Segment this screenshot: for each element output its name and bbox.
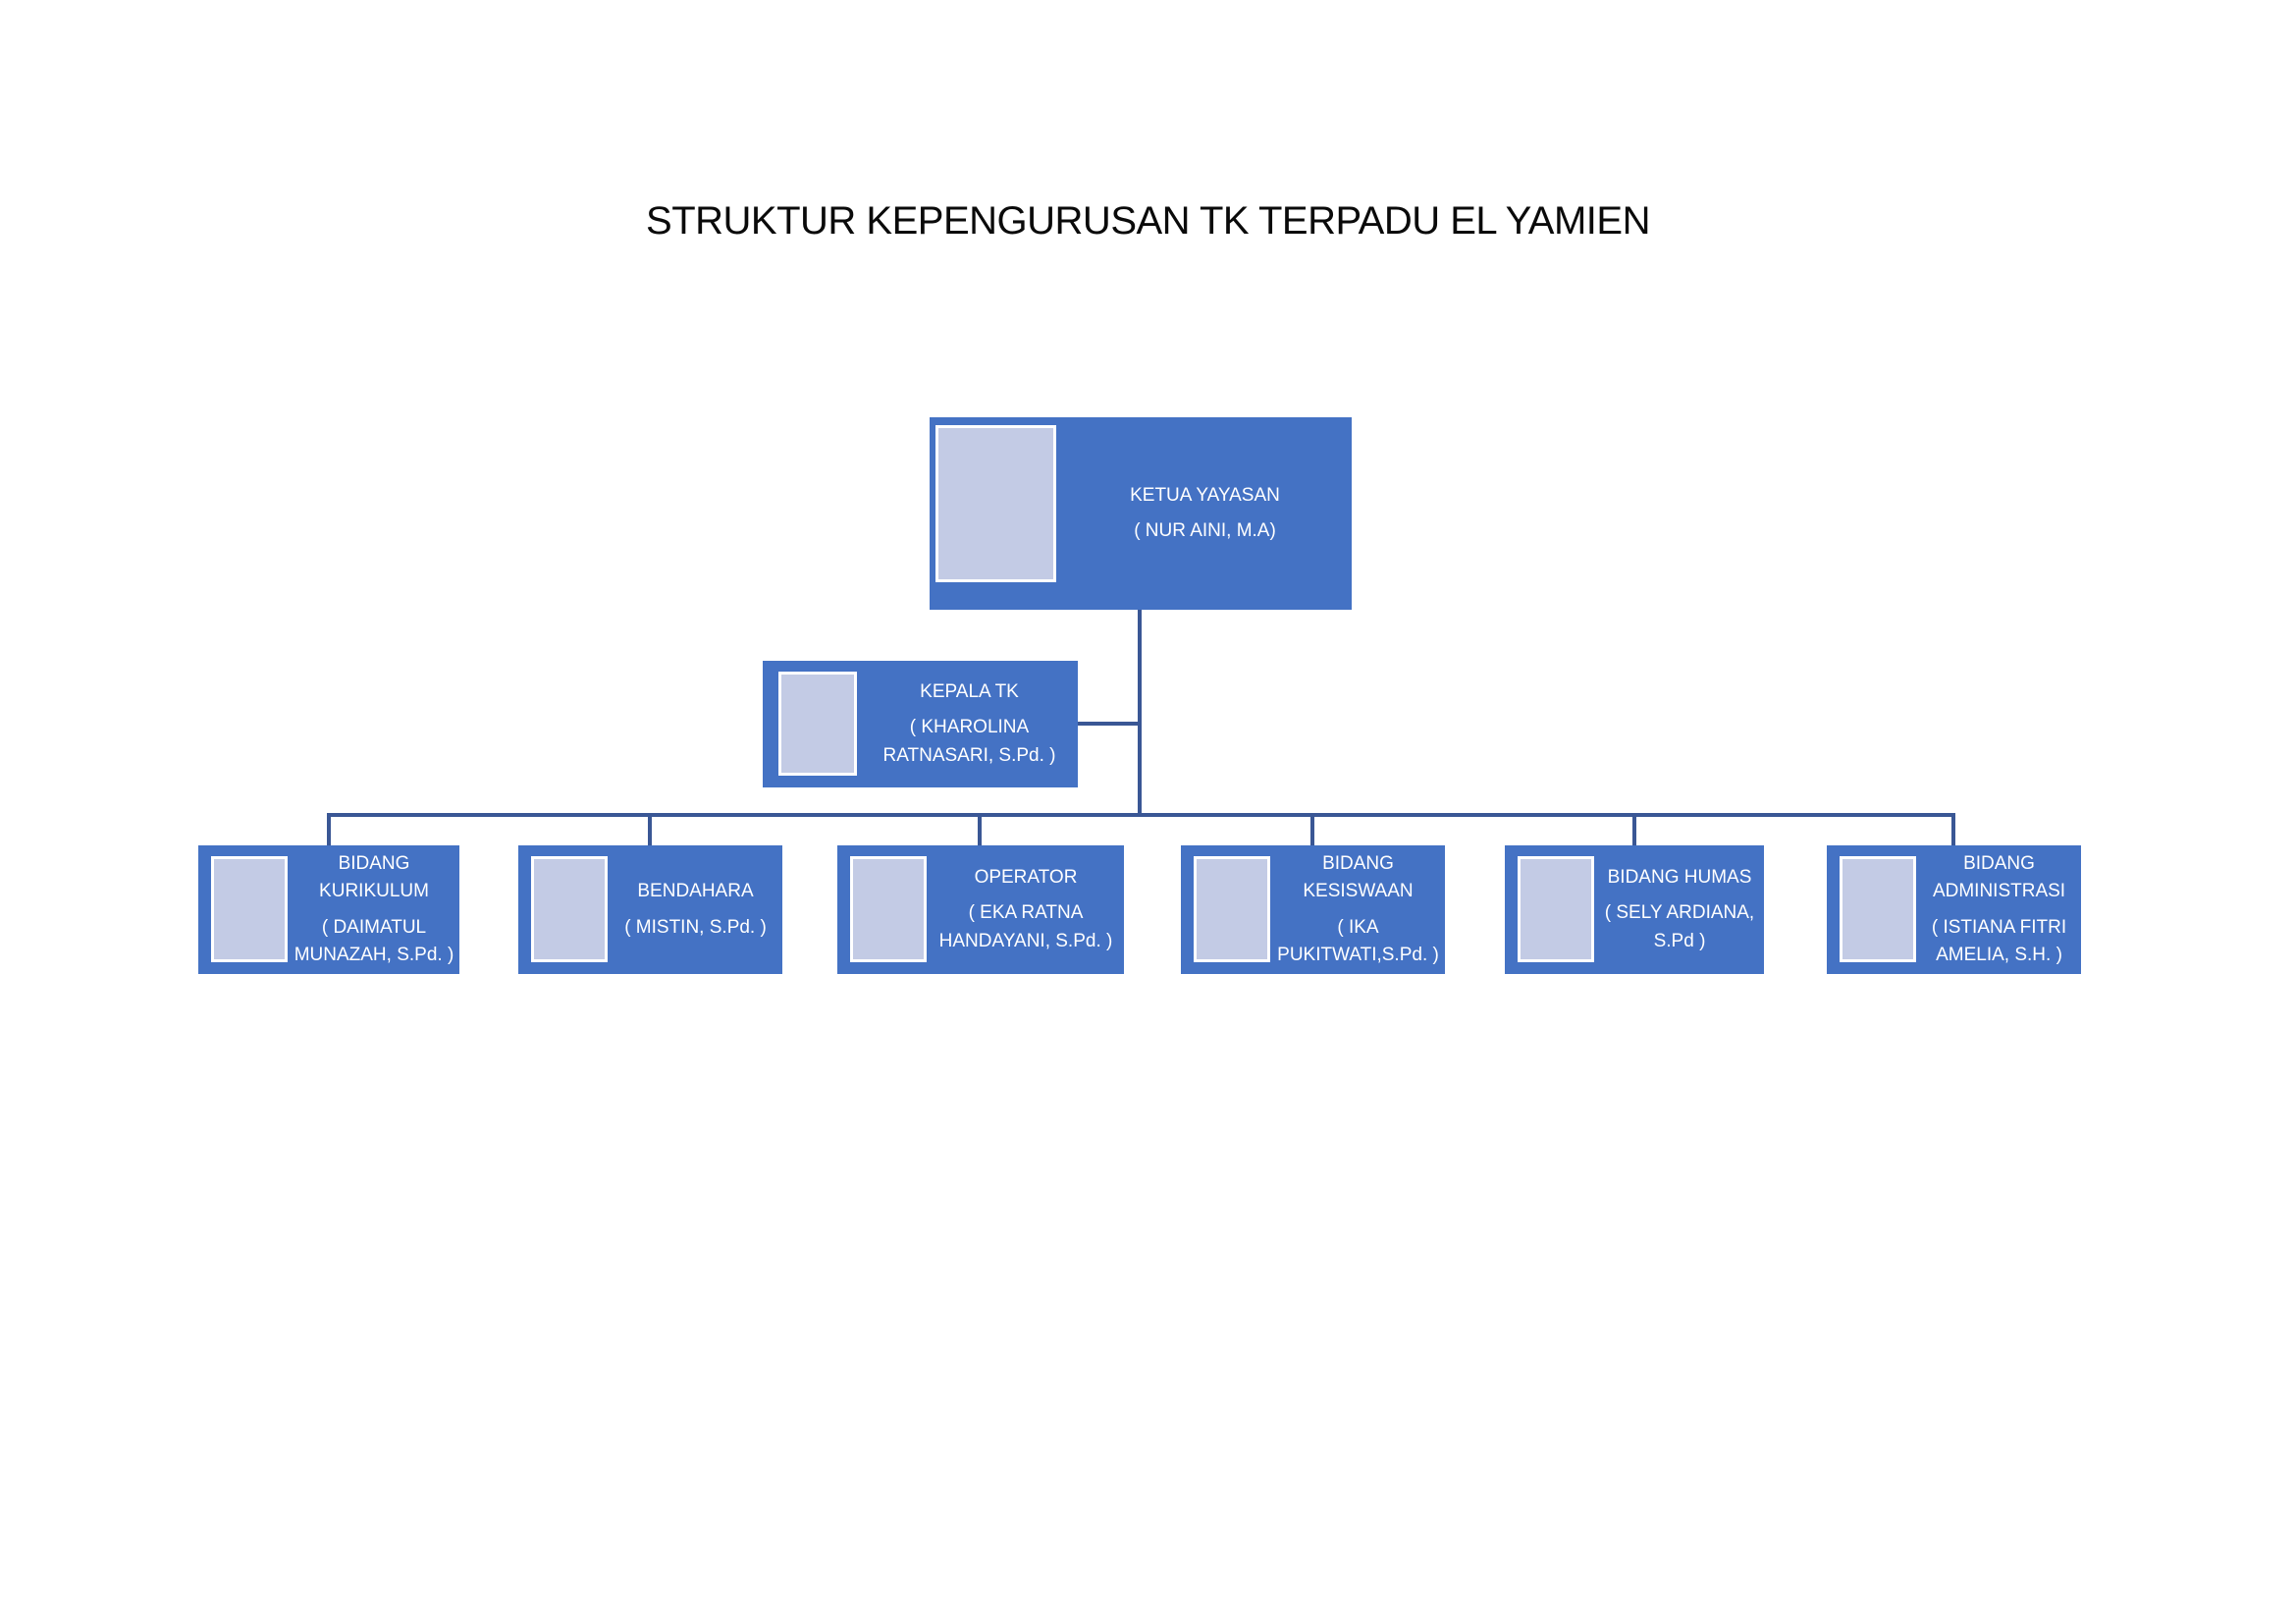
role-label: BIDANG KESISWAAN <box>1303 852 1414 902</box>
photo-placeholder <box>1518 856 1594 962</box>
connector-drop-administrasi <box>1951 813 1955 846</box>
photo-placeholder <box>531 856 608 962</box>
org-box-operator: OPERATOR ( EKA RATNA HANDAYANI, S.Pd. ) <box>837 845 1124 974</box>
org-box-bidang-administrasi: BIDANG ADMINISTRASI ( ISTIANA FITRI AMEL… <box>1827 845 2081 974</box>
org-box-kepala-tk: KEPALA TK ( KHAROLINA RATNASARI, S.Pd. ) <box>763 661 1078 787</box>
photo-placeholder <box>1840 856 1916 962</box>
org-box-bidang-humas: BIDANG HUMAS ( SELY ARDIANA, S.Pd ) <box>1505 845 1764 974</box>
person-name: ( KHAROLINA RATNASARI, S.Pd. ) <box>882 717 1056 766</box>
person-name: ( ISTIANA FITRI AMELIA, S.H. ) <box>1931 916 2067 966</box>
person-name: ( EKA RATNA HANDAYANI, S.Pd. ) <box>938 902 1113 951</box>
role-label: BIDANG ADMINISTRASI <box>1932 852 2066 902</box>
page-title: STRUKTUR KEPENGURUSAN TK TERPADU EL YAMI… <box>646 199 1650 243</box>
connector-bus <box>327 813 1955 817</box>
role-label: BIDANG HUMAS <box>1607 866 1752 888</box>
role-label: BENDAHARA <box>637 881 754 901</box>
person-name: ( MISTIN, S.Pd. ) <box>624 916 767 938</box>
role-label: KEPALA TK <box>920 680 1019 702</box>
role-label: OPERATOR <box>974 866 1078 888</box>
person-name: ( NUR AINI, M.A) <box>1134 520 1276 541</box>
connector-kepala-to-bus <box>1078 722 1138 726</box>
connector-drop-operator <box>978 813 982 846</box>
org-box-bidang-kurikulum: BIDANG KURIKULUM ( DAIMATUL MUNAZAH, S.P… <box>198 845 459 974</box>
person-name: ( DAIMATUL MUNAZAH, S.Pd. ) <box>294 916 454 966</box>
org-box-bidang-kesiswaan: BIDANG KESISWAAN ( IKA PUKITWATI,S.Pd. ) <box>1181 845 1445 974</box>
connector-drop-bendahara <box>648 813 652 846</box>
org-box-bendahara: BENDAHARA ( MISTIN, S.Pd. ) <box>518 845 782 974</box>
connector-root-to-bus <box>1138 610 1142 817</box>
connector-drop-kurikulum <box>327 813 331 846</box>
connector-drop-kesiswaan <box>1310 813 1314 846</box>
photo-placeholder <box>211 856 288 962</box>
person-name: ( IKA PUKITWATI,S.Pd. ) <box>1277 916 1439 966</box>
photo-placeholder <box>935 425 1056 582</box>
photo-placeholder <box>850 856 927 962</box>
connector-drop-humas <box>1632 813 1636 846</box>
person-name: ( SELY ARDIANA, S.Pd ) <box>1604 902 1755 951</box>
photo-placeholder <box>778 672 857 776</box>
role-label: BIDANG KURIKULUM <box>319 852 429 902</box>
role-label: KETUA YAYASAN <box>1130 484 1280 506</box>
photo-placeholder <box>1194 856 1270 962</box>
org-box-ketua-yayasan: KETUA YAYASAN ( NUR AINI, M.A) <box>930 417 1352 610</box>
